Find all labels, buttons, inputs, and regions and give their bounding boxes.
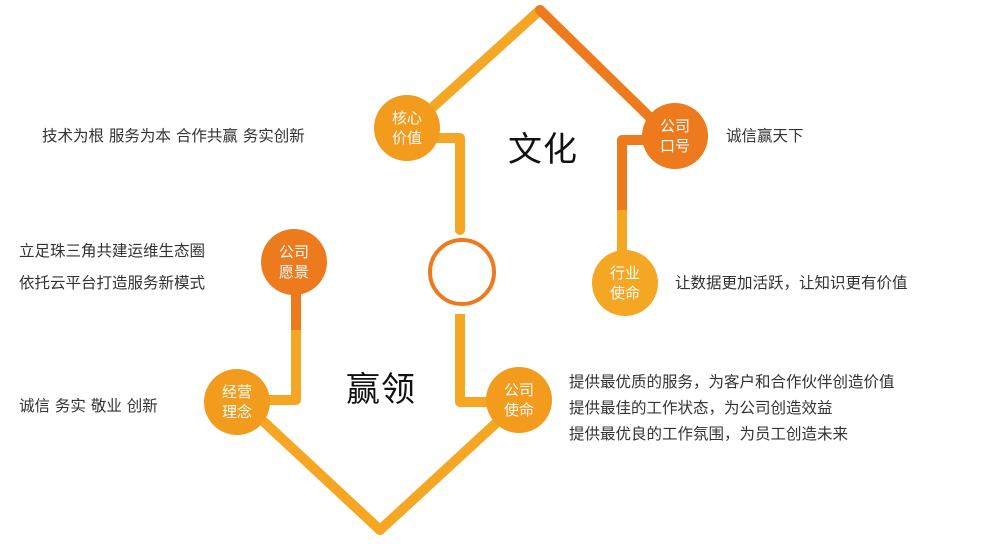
industry-mission-node: 行业 使命 xyxy=(592,250,658,316)
company-vision-line2: 愿景 xyxy=(278,263,309,281)
company-slogan-text: 诚信赢天下 xyxy=(726,127,804,145)
company-vision-text-line1: 立足珠三角共建运维生态圈 xyxy=(19,242,206,260)
culture-connector-right xyxy=(535,5,673,140)
business-philosophy-node: 经营 理念 xyxy=(204,369,270,435)
company-vision-text: 立足珠三角共建运维生态圈 依托云平台打造服务新模式 xyxy=(19,238,205,296)
industry-mission-text: 让数据更加活跃，让知识更有价值 xyxy=(675,274,908,292)
center-ring xyxy=(428,238,496,306)
company-vision-circle xyxy=(261,229,327,295)
industry-mission-circle xyxy=(592,250,658,316)
company-mission-line1: 公司 xyxy=(503,381,534,399)
company-slogan-circle xyxy=(642,103,708,169)
core-values-line1: 核心 xyxy=(391,109,422,127)
company-slogan-node: 公司 口号 xyxy=(642,103,708,169)
company-mission-text-line3: 提供最优良的工作氛围，为员工创造未来 xyxy=(569,425,849,443)
culture-heading: 文化 xyxy=(508,130,578,170)
company-mission-text: 提供最优质的服务，为客户和合作伙伴创造价值 提供最佳的工作状态，为公司创造效益 … xyxy=(569,369,895,447)
business-philosophy-text: 诚信 务实 敬业 创新 xyxy=(19,397,158,415)
leadership-heading: 赢领 xyxy=(346,370,416,410)
company-slogan-line1: 公司 xyxy=(659,117,690,135)
company-vision-line1: 公司 xyxy=(278,243,309,261)
company-vision-text-line2: 依托云平台打造服务新模式 xyxy=(19,274,206,292)
core-values-text: 技术为根 服务为本 合作共赢 务实创新 xyxy=(42,127,305,145)
business-philosophy-circle xyxy=(204,369,270,435)
core-values-node: 核心 价值 xyxy=(374,95,440,161)
company-slogan-line2: 口号 xyxy=(659,137,690,155)
company-mission-text-line1: 提供最优质的服务，为客户和合作伙伴创造价值 xyxy=(569,373,895,391)
core-values-line2: 价值 xyxy=(391,129,422,147)
company-mission-node: 公司 使命 xyxy=(486,367,552,433)
company-vision-node: 公司 愿景 xyxy=(261,229,327,295)
industry-mission-line1: 行业 xyxy=(609,264,640,282)
company-mission-circle xyxy=(486,367,552,433)
business-philosophy-line1: 经营 xyxy=(221,383,252,401)
core-values-circle xyxy=(374,95,440,161)
industry-mission-line2: 使命 xyxy=(609,284,640,302)
business-philosophy-line2: 理念 xyxy=(221,403,252,421)
company-mission-text-line2: 提供最佳的工作状态，为公司创造效益 xyxy=(569,399,833,417)
company-mission-line2: 使命 xyxy=(503,401,534,419)
